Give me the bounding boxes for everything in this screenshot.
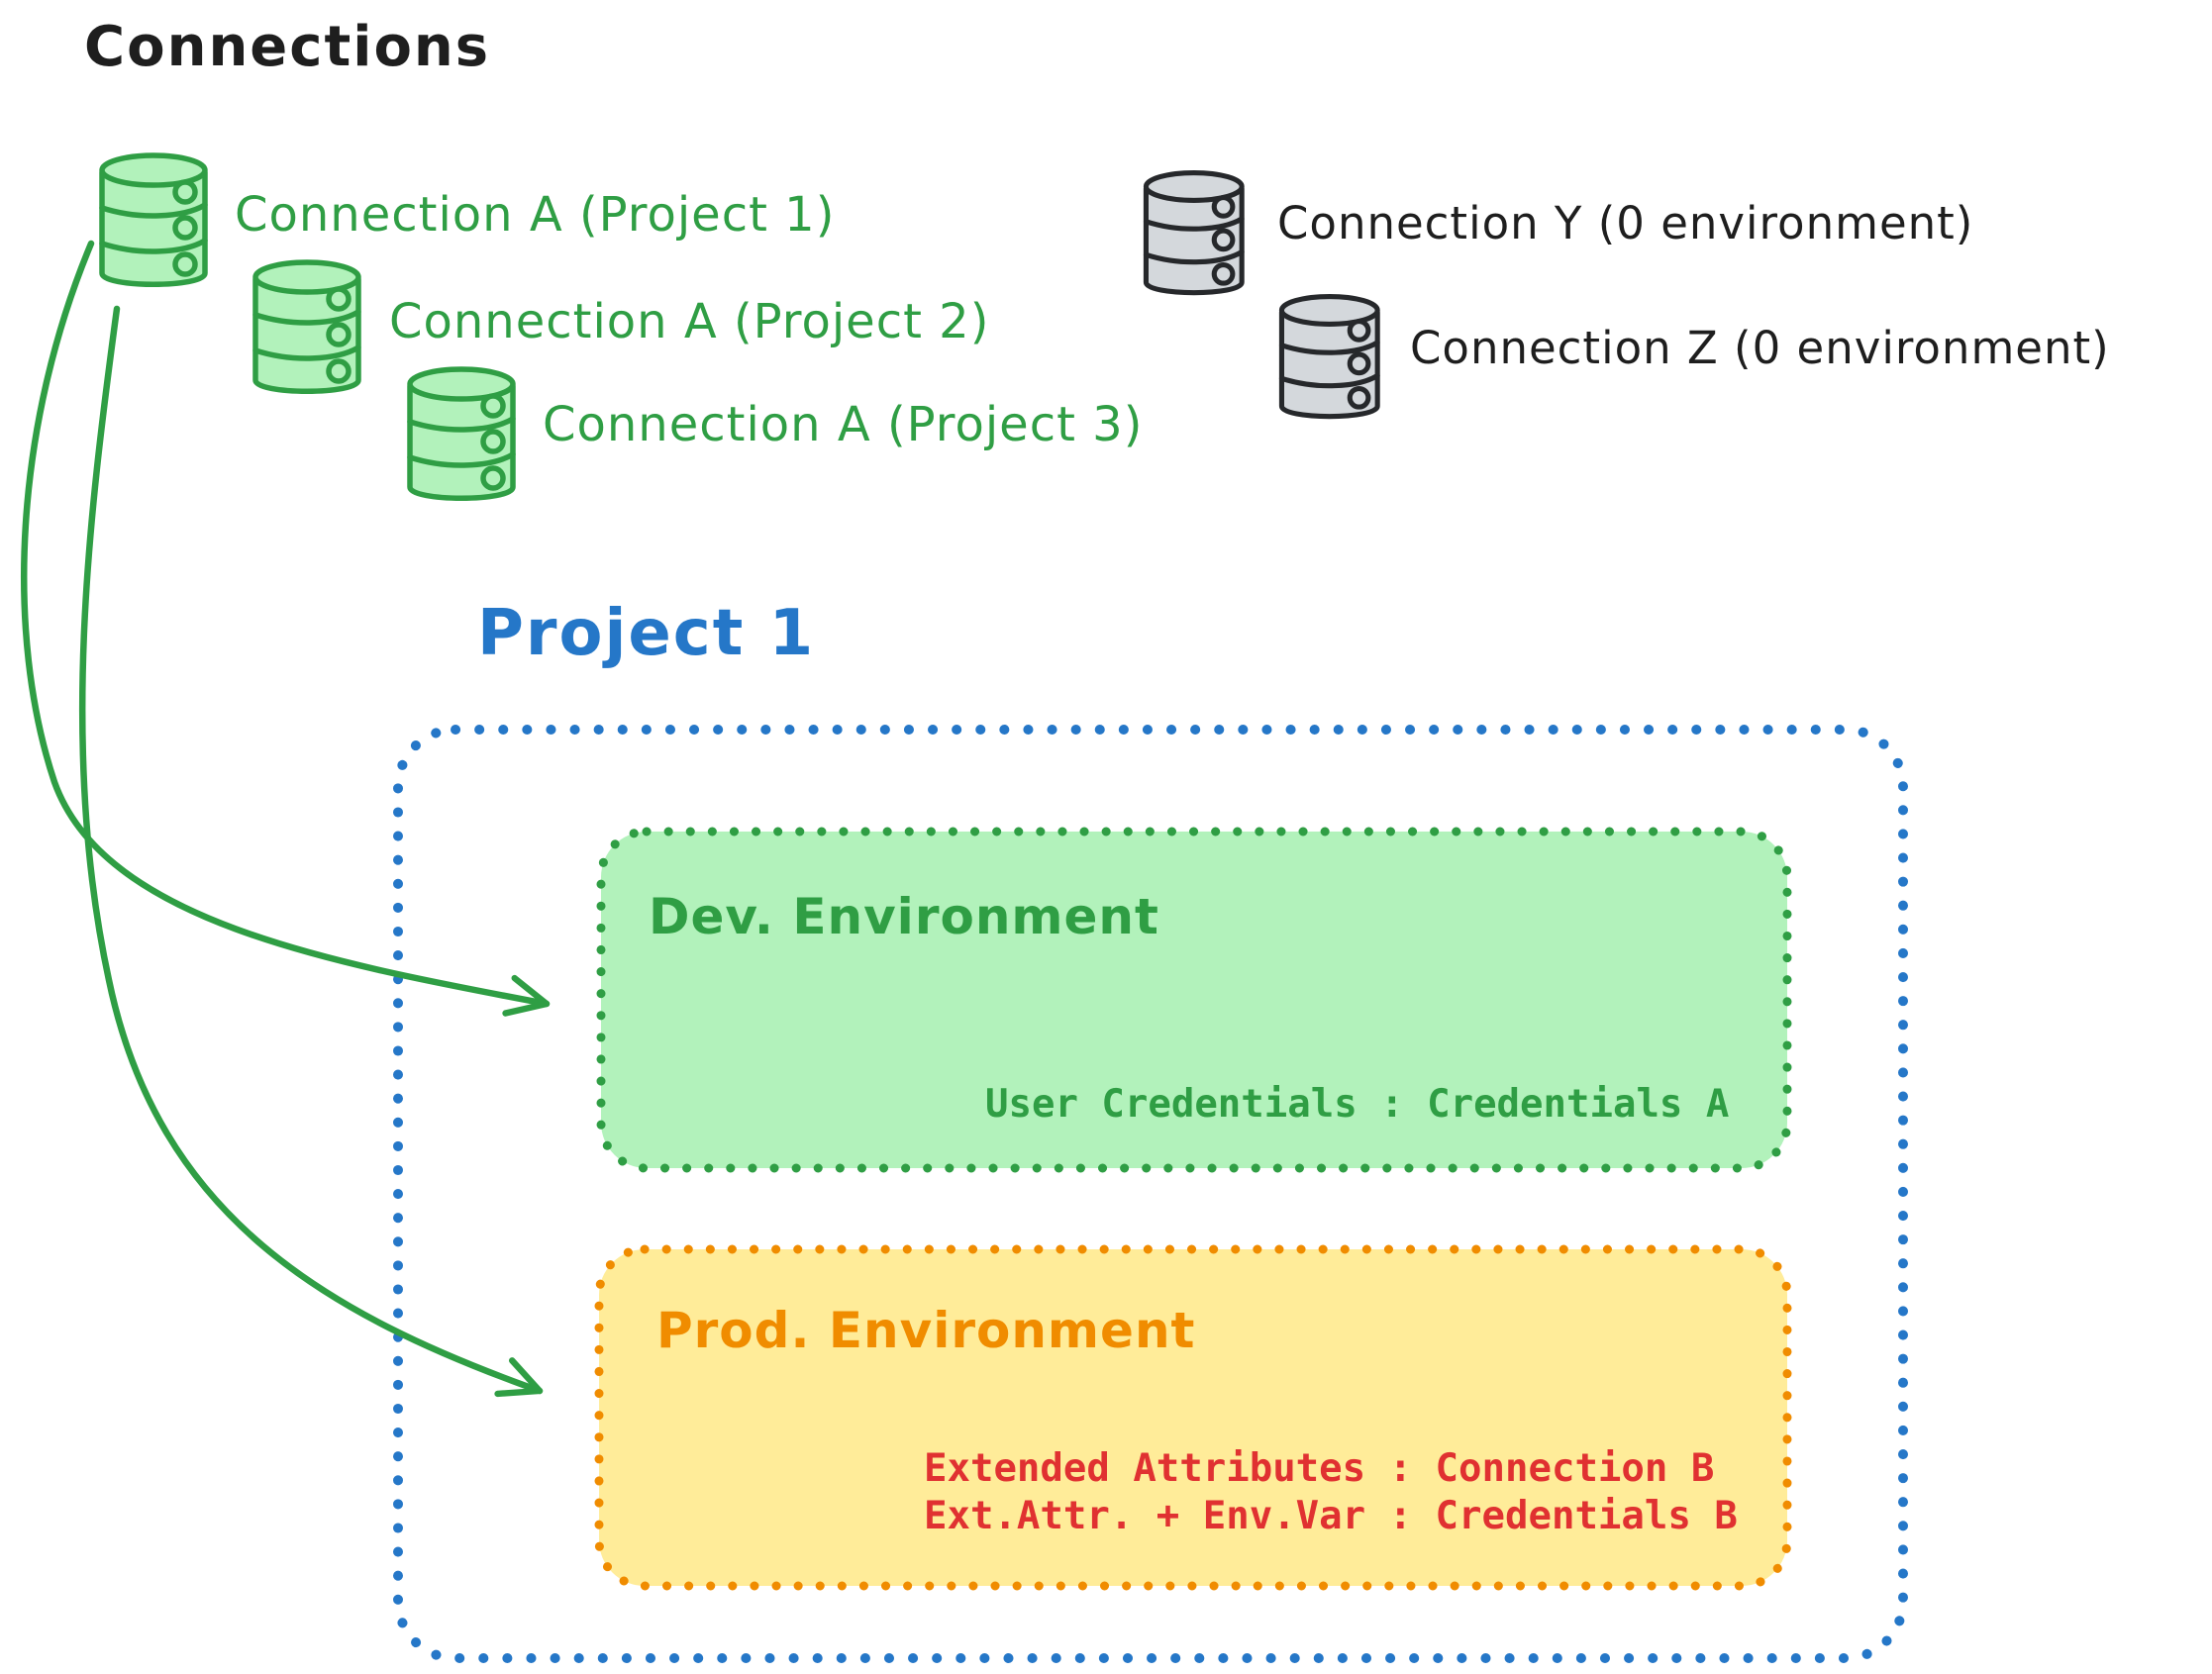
prod-environment-box	[594, 1244, 1792, 1591]
connection-a-project-3-label: Connection A (Project 3)	[543, 397, 1144, 452]
database-icon-connection-a-1	[102, 155, 205, 284]
connection-a-project-1-label: Connection A (Project 1)	[235, 187, 836, 243]
arrow-to-prod-environment	[78, 305, 544, 1398]
database-icon-connection-z	[1281, 297, 1377, 417]
connections-title: Connections	[84, 15, 491, 79]
dev-environment-title: Dev. Environment	[649, 888, 1159, 945]
project-1-label: Project 1	[477, 597, 816, 670]
connection-z-label: Connection Z (0 environment)	[1410, 322, 2110, 374]
prod-environment-title: Prod. Environment	[656, 1302, 1196, 1359]
prod-mapping-line-1: Extended Attributes : Connection B	[924, 1446, 1715, 1491]
dev-credentials-mapping: User Credentials : Credentials A	[985, 1082, 1730, 1127]
prod-mappings: Extended Attributes : Connection B Ext.A…	[924, 1445, 1738, 1540]
database-icon-connection-a-3	[410, 369, 513, 498]
connection-a-project-2-label: Connection A (Project 2)	[389, 294, 990, 349]
arrow-to-dev-environment	[21, 240, 551, 1017]
prod-mapping-line-2: Ext.Attr. + Env.Var : Credentials B	[924, 1494, 1738, 1538]
database-icon-connection-y	[1146, 173, 1242, 293]
database-icon-connection-a-2	[255, 262, 358, 391]
dev-environment-box	[596, 827, 1792, 1173]
connection-y-label: Connection Y (0 environment)	[1277, 197, 1974, 249]
project-1-box	[393, 725, 1908, 1663]
